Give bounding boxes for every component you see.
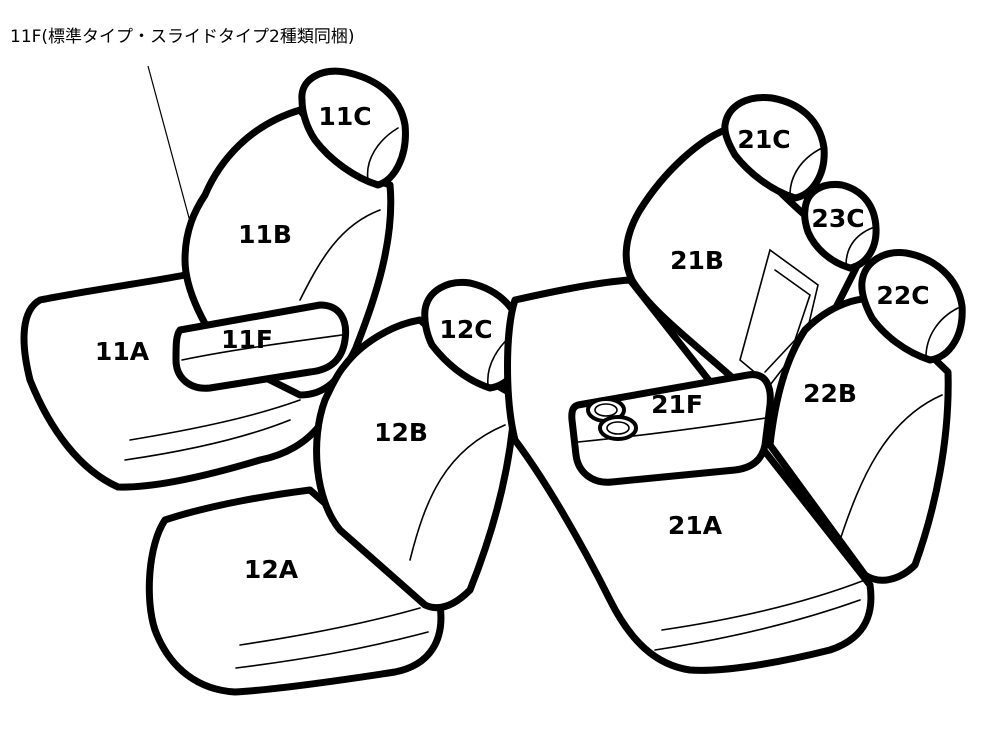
part-22b-side-seam <box>839 394 943 541</box>
label-23c: 23C <box>811 204 864 233</box>
part-23c-headrest <box>801 180 880 272</box>
label-21b: 21B <box>670 246 724 275</box>
armrest-note: 11F(標準タイプ・スライドタイプ2種類同梱) <box>10 27 355 47</box>
label-21f: 21F <box>651 390 703 419</box>
part-21f-armrest <box>568 371 774 486</box>
part-11f-seam <box>181 334 343 361</box>
label-12b: 12B <box>374 418 428 447</box>
part-11a-seam <box>129 399 301 441</box>
label-11b: 11B <box>238 220 292 249</box>
label-11a: 11A <box>95 337 150 366</box>
part-12a-seam <box>239 607 421 646</box>
seat-11-group <box>20 67 409 491</box>
label-12a: 12A <box>244 555 299 584</box>
rear-bench-group <box>504 93 966 674</box>
label-22b: 22B <box>803 379 857 408</box>
part-12a-seam-2 <box>235 631 429 669</box>
part-23c-seam <box>845 227 873 266</box>
part-21b-center-insert-inner <box>764 269 811 373</box>
label-22c: 22C <box>876 281 929 310</box>
part-21f-seam <box>577 417 767 443</box>
part-12b-side-seam <box>409 424 506 561</box>
part-12b-backrest <box>313 316 519 612</box>
label-12c: 12C <box>439 315 492 344</box>
part-22c-headrest <box>858 249 966 364</box>
label-21c: 21C <box>737 125 790 154</box>
part-22c-seam <box>925 307 959 358</box>
label-11f: 11F <box>221 325 273 354</box>
part-21c-headrest <box>721 93 828 202</box>
part-11c-headrest <box>298 67 409 189</box>
cupholder-right-icon <box>598 415 638 441</box>
label-21a: 21A <box>668 511 723 540</box>
part-21a-seam-2 <box>661 579 866 631</box>
part-11c-seam <box>366 127 399 181</box>
label-11c: 11C <box>318 102 371 131</box>
part-21a-seam <box>654 599 861 651</box>
part-21c-seam <box>789 147 823 196</box>
part-11a-seam-2 <box>124 419 291 461</box>
cupholder-right-inner <box>606 421 630 435</box>
cupholder-left-inner <box>594 403 618 417</box>
part-11b-side-seam <box>299 209 381 301</box>
seat-12-group <box>145 278 527 696</box>
part-12a-cushion <box>145 486 445 696</box>
